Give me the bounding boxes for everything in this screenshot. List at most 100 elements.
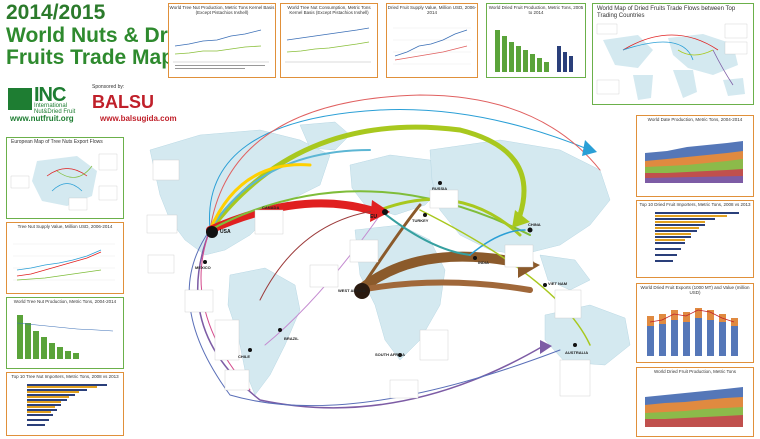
panel-chart: [27, 383, 107, 426]
panel-title: World Dried Fruit Production, Metric Ton…: [488, 5, 584, 15]
panel-europe-export-flows: European Map of Tree Nuts Export Flows: [6, 137, 124, 219]
panel-dried-fruit-production-history: World Dried Fruit Production, Metric Ton…: [636, 367, 754, 437]
map-label-eu: EU: [370, 214, 377, 220]
flow-arc: [355, 251, 535, 295]
poster-year: 2014/2015: [6, 1, 106, 24]
flow-arc: [209, 94, 601, 231]
map-data-table: [349, 239, 379, 263]
flow-arc: [206, 199, 374, 234]
panel-chart: [13, 243, 115, 281]
poster-title-line1: World Nuts & Dried: [6, 23, 199, 47]
panel-title: Tree Nut Supply Value, Million USD, 2006…: [17, 224, 113, 229]
panel-title: World Date Production, Metric Tons, 2004…: [647, 117, 743, 122]
panel-dried-fruit-trade-map: World Map of Dried Fruits Trade Flows be…: [592, 3, 754, 105]
node-south-africa: [398, 353, 402, 357]
panel-title: World Tree Nut Consumption, Metric Tons …: [287, 5, 371, 15]
panel-tree-nut-consumption: World Tree Nut Consumption, Metric Tons …: [280, 3, 378, 78]
panel-chart: [393, 27, 471, 65]
flow-arc: [357, 279, 533, 293]
map-label-australia: AUSTRALIA: [565, 350, 589, 355]
map-label-chile: CHILE: [238, 354, 250, 359]
node-usa: [206, 226, 218, 238]
panel-dried-fruit-production: World Dried Fruit Production, Metric Ton…: [486, 3, 586, 78]
inc-logo-text: INC: [34, 84, 66, 106]
map-data-table: [559, 359, 591, 397]
panel-top-tree-nut-importers: Top 10 Tree Nut Importers, Metric Tons, …: [6, 372, 124, 436]
inc-url: www.nutfruit.org: [10, 114, 74, 123]
flow-arc: [209, 149, 371, 231]
map-label-russia: RUSSIA: [432, 186, 448, 191]
panel-mini-map: [596, 23, 748, 100]
panel-chart: [647, 307, 738, 356]
panel-title: World Tree Nut Production, Metric Tons K…: [169, 5, 275, 15]
map-data-table: [224, 369, 250, 391]
landmass-australia: [544, 304, 631, 366]
map-data-table: [389, 379, 419, 399]
node-viet-nam: [543, 283, 547, 287]
poster-title: 2014/2015 World Nuts & Dried Fruits Trad…: [6, 1, 199, 70]
flow-arc: [208, 109, 591, 231]
node-mexico: [203, 260, 207, 264]
flow-arrowhead: [370, 200, 390, 222]
map-data-table: [419, 329, 449, 361]
panel-chart: [645, 386, 743, 427]
map-label-viet-nam: VIET NAM: [548, 281, 568, 286]
node-west-africa: [354, 283, 370, 299]
node-china: [527, 227, 533, 233]
landmass-asia: [429, 139, 611, 256]
flow-arc: [188, 229, 561, 407]
map-data-table: [254, 209, 284, 235]
node-india: [473, 256, 477, 260]
panel-chart: [285, 27, 371, 63]
map-label-usa: USA: [220, 229, 231, 235]
panel-title: Top 10 Dried Fruit Importers, Metric Ton…: [639, 202, 751, 207]
map-label-brazil: BRAZIL: [284, 336, 299, 341]
panel-title: Top 10 Tree Nut Importers, Metric Tons, …: [11, 374, 119, 379]
inc-logo-icon: [8, 88, 32, 110]
flow-arc: [264, 214, 381, 346]
node-turkey: [423, 213, 427, 217]
panel-title: World Tree Nut Production, Metric Tons, …: [13, 299, 117, 304]
map-label-mexico: MEXICO: [195, 265, 211, 270]
map-data-table: [214, 319, 240, 361]
map-data-table: [147, 254, 175, 274]
node-russia: [438, 181, 442, 185]
panel-chart: [16, 314, 114, 359]
panel-chart: [655, 211, 739, 262]
poster-title-line2: Fruits Trade Map: [6, 46, 175, 70]
balsu-url: www.balsugida.com: [100, 114, 177, 123]
flow-arc: [209, 190, 531, 236]
map-label-india: INDIA: [478, 260, 489, 265]
landmass-greenland: [299, 121, 351, 151]
node-brazil: [278, 328, 282, 332]
flow-arc: [379, 209, 471, 256]
panel-dried-fruit-supply-value: Dried Fruit Supply Value, Million USD, 2…: [386, 3, 478, 78]
panel-date-production: World Date Production, Metric Tons, 2004…: [636, 115, 754, 197]
map-data-table: [309, 264, 339, 288]
panel-top-dried-fruit-importers: Top 10 Dried Fruit Importers, Metric Ton…: [636, 200, 754, 278]
panel-title: World Dried Fruit Exports (1000 MT) and …: [640, 285, 750, 295]
panel-chart: [495, 29, 573, 72]
map-data-table: [146, 214, 178, 234]
flow-arc: [259, 209, 381, 301]
sponsor-label: Sponsored by:: [92, 84, 125, 90]
map-label-canada: CANADA: [262, 205, 280, 210]
map-data-table: [504, 244, 534, 268]
node-chile: [248, 348, 252, 352]
flow-arrowhead: [540, 340, 552, 354]
landmass-southeast-asia: [539, 254, 591, 291]
map-data-table: [152, 159, 180, 181]
node-australia: [573, 343, 577, 347]
flow-arrowhead: [512, 210, 530, 228]
panel-title: World Map of Dried Fruits Trade Flows be…: [597, 6, 736, 19]
panel-tree-nut-production-history: World Tree Nut Production, Metric Tons, …: [6, 297, 124, 369]
node-eu: [382, 209, 388, 215]
panel-tree-nut-production: World Tree Nut Production, Metric Tons K…: [168, 3, 276, 78]
flow-arrowhead: [582, 140, 597, 156]
map-label-china: CHINA: [528, 222, 541, 227]
panel-title: World Dried Fruit Production, Metric Ton…: [653, 369, 737, 374]
map-data-table: [429, 189, 459, 209]
flow-arc: [419, 209, 591, 346]
map-label-west-africa: WEST AFRICA: [338, 288, 366, 293]
panel-mini-map: [10, 153, 118, 210]
